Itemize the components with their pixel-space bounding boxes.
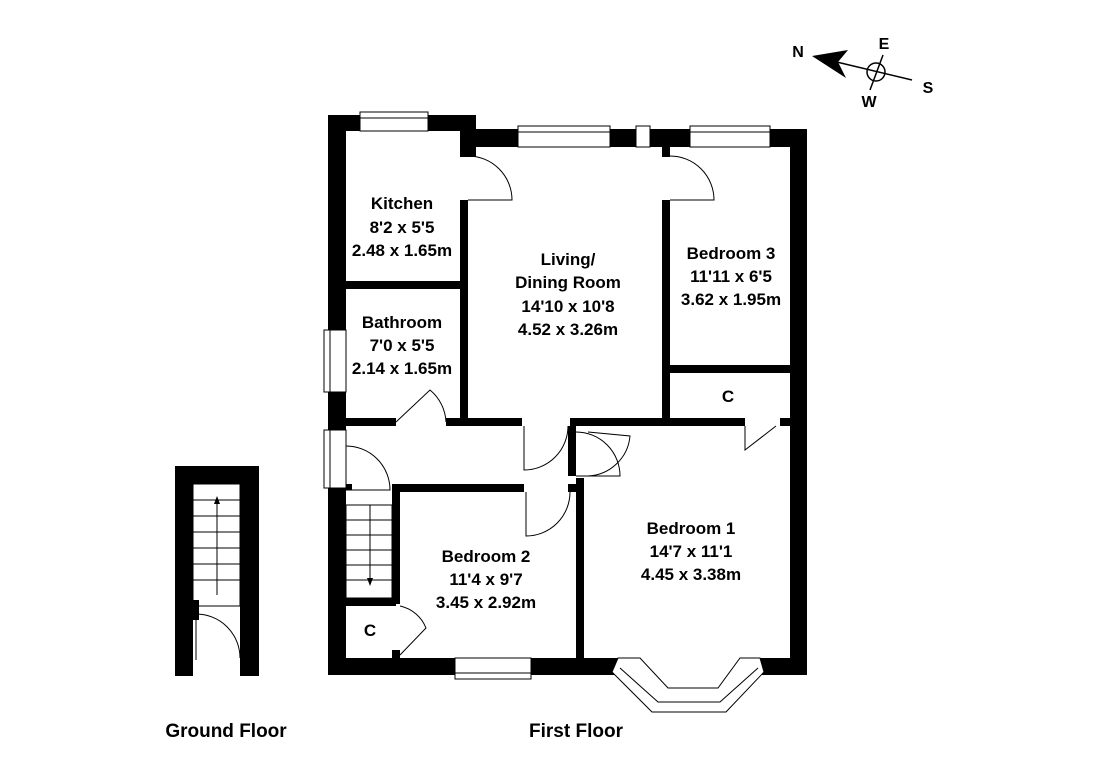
bathroom-imperial: 7'0 x 5'5 bbox=[370, 336, 435, 355]
bedroom3-metric: 3.62 x 1.95m bbox=[681, 290, 781, 309]
bedroom2-name: Bedroom 2 bbox=[442, 547, 531, 566]
cupboard-upper-label: C bbox=[722, 387, 734, 406]
ground-floor-stairs bbox=[192, 483, 241, 660]
bedroom1-name: Bedroom 1 bbox=[647, 519, 736, 538]
bedroom1-metric: 4.45 x 3.38m bbox=[641, 565, 741, 584]
compass-north-label: N bbox=[792, 44, 804, 61]
bedroom3-name: Bedroom 3 bbox=[687, 244, 776, 263]
bathroom-name: Bathroom bbox=[362, 313, 442, 332]
ground-floor-walls bbox=[175, 466, 259, 676]
kitchen-metric: 2.48 x 1.65m bbox=[352, 241, 452, 260]
first-floor-windows bbox=[323, 111, 771, 713]
cupboard-lower-label: C bbox=[364, 621, 376, 640]
kitchen-imperial: 8'2 x 5'5 bbox=[370, 218, 435, 237]
kitchen-name: Kitchen bbox=[371, 194, 433, 213]
first-floor-stairs bbox=[345, 504, 393, 599]
living-name-line2: Dining Room bbox=[515, 273, 621, 292]
compass-south-label: S bbox=[923, 80, 934, 97]
living-name-line1: Living/ bbox=[541, 250, 596, 269]
compass-east-label: E bbox=[879, 36, 890, 53]
ground-floor-label: Ground Floor bbox=[165, 721, 287, 742]
bathroom-metric: 2.14 x 1.65m bbox=[352, 359, 452, 378]
bedroom2-imperial: 11'4 x 9'7 bbox=[449, 570, 522, 589]
compass-west-label: W bbox=[861, 94, 877, 111]
living-imperial: 14'10 x 10'8 bbox=[521, 297, 614, 316]
bedroom3-imperial: 11'11 x 6'5 bbox=[690, 267, 772, 286]
compass-icon: N E S W bbox=[792, 36, 933, 111]
first-floor-doors bbox=[345, 155, 777, 656]
first-floor-label: First Floor bbox=[529, 721, 624, 742]
living-metric: 4.52 x 3.26m bbox=[518, 320, 618, 339]
bedroom2-metric: 3.45 x 2.92m bbox=[436, 593, 536, 612]
bedroom1-imperial: 14'7 x 11'1 bbox=[650, 542, 733, 561]
